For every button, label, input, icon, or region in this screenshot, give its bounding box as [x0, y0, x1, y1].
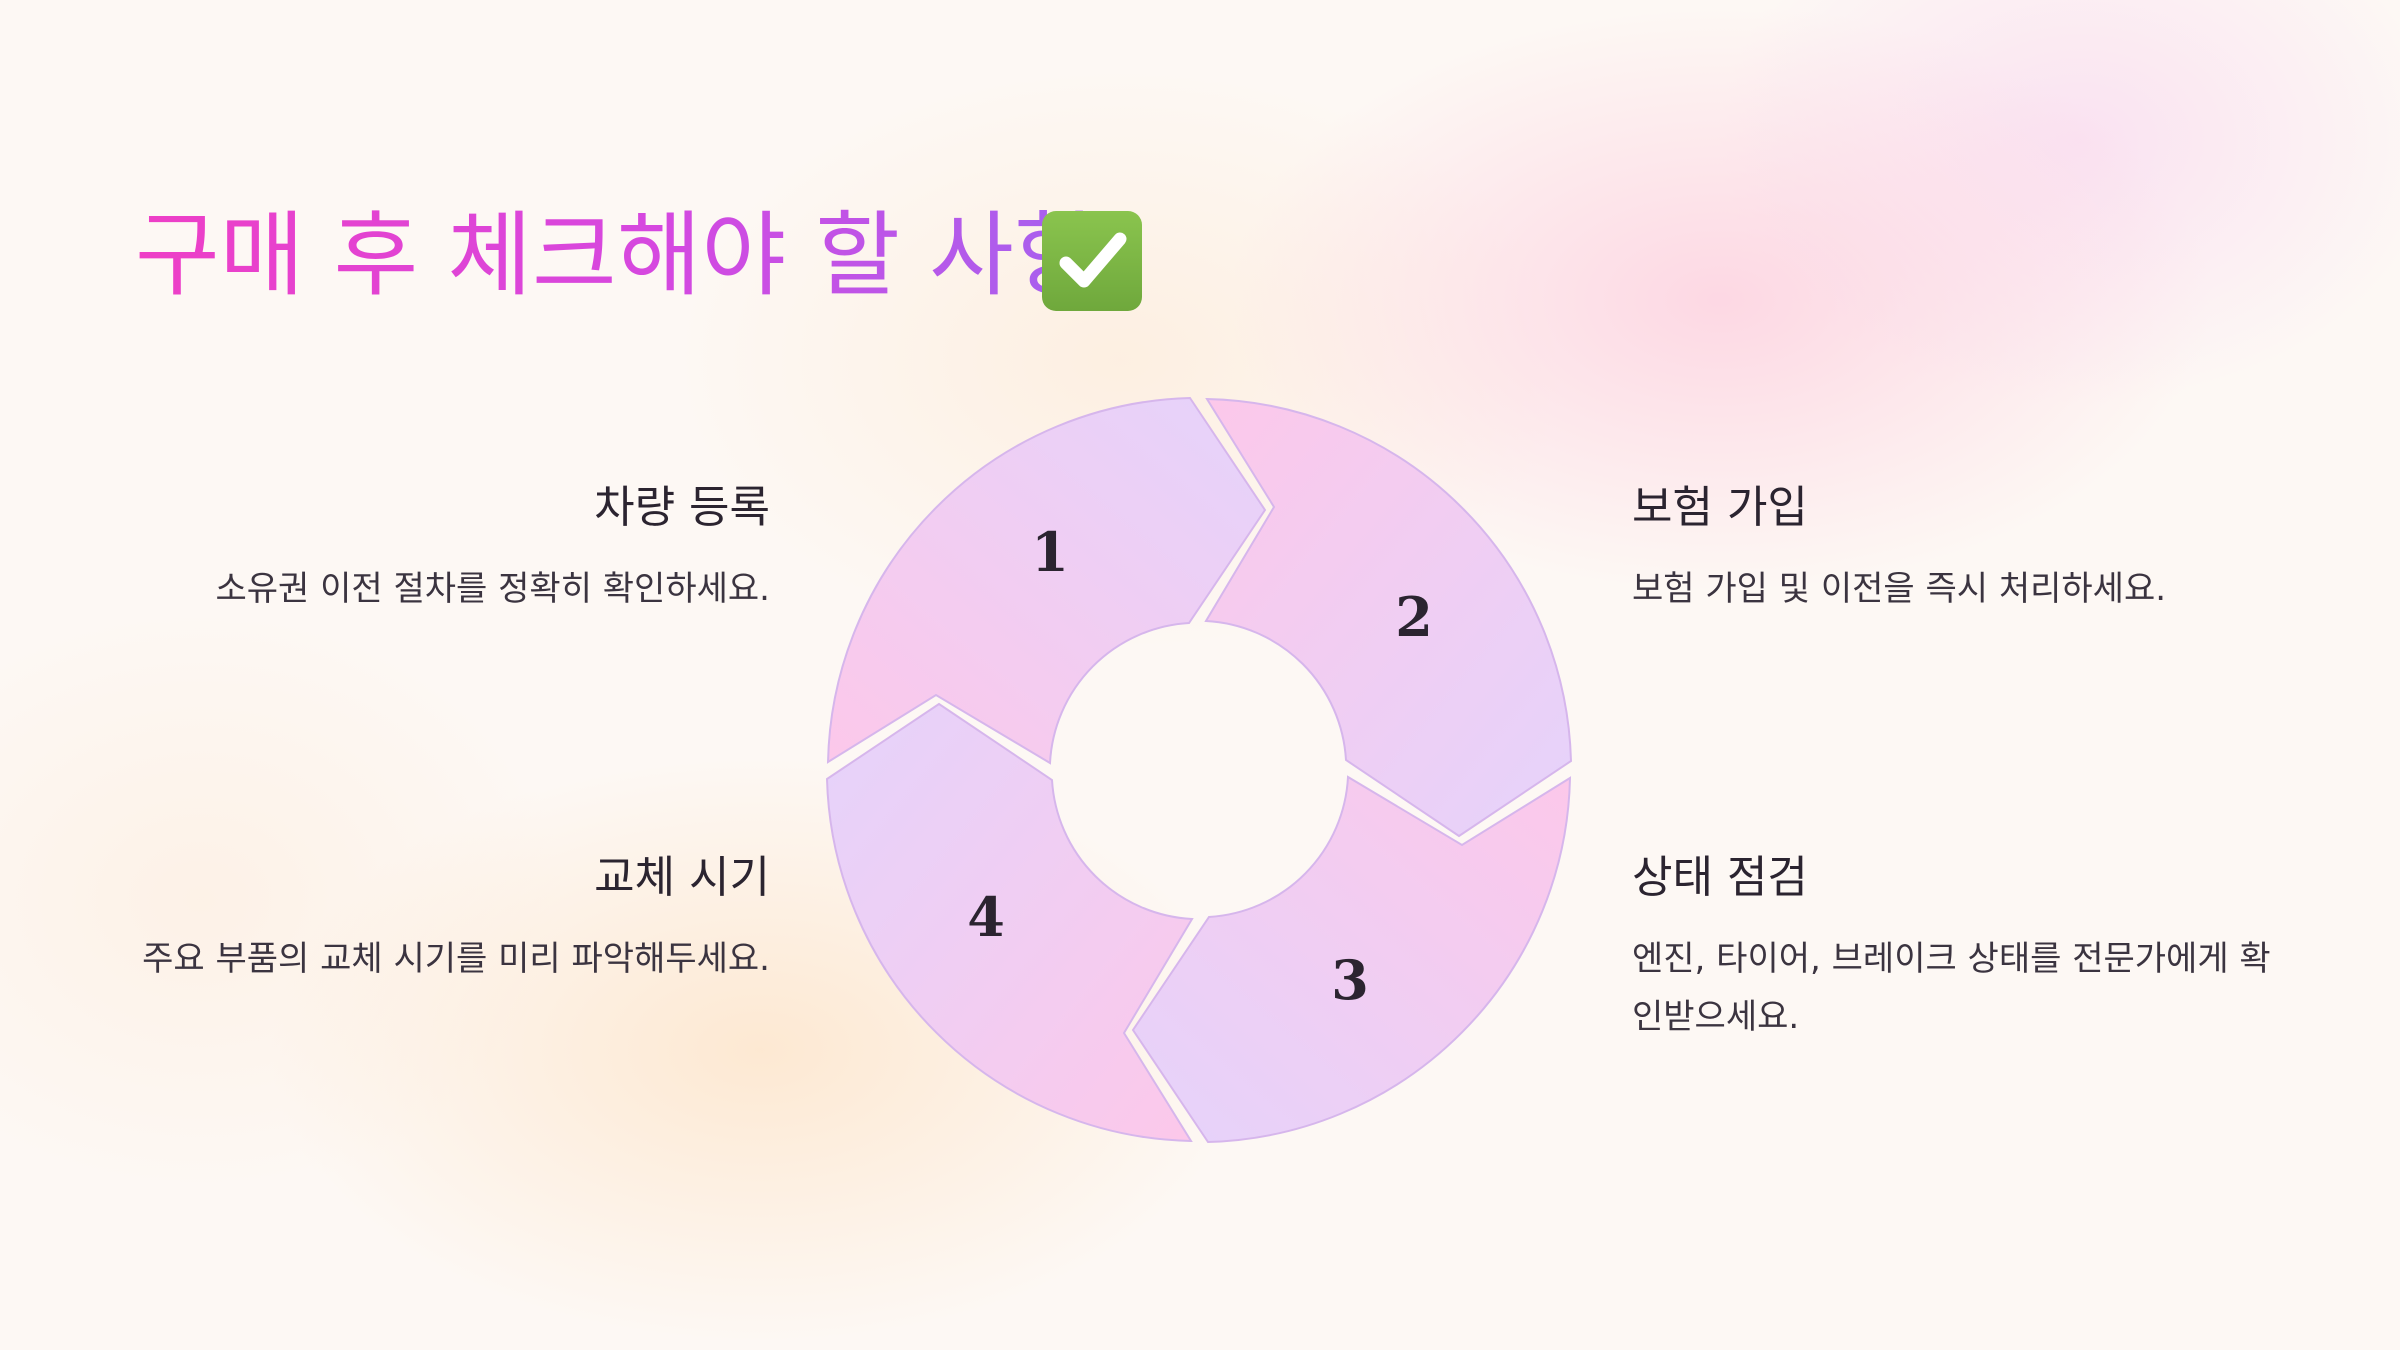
cycle-segment-1: 1: [826, 396, 1267, 765]
cycle-segment-3: 3: [1131, 775, 1572, 1144]
step-description: 보험 가입 및 이전을 즉시 처리하세요.: [1632, 569, 2167, 609]
white-check-mark-icon: [1042, 211, 1142, 311]
segment-number-2: 2: [1395, 585, 1433, 649]
cycle-segment-2: 2: [1204, 397, 1573, 838]
step-description: 소유권 이전 절차를 정확히 확인하세요.: [215, 569, 770, 609]
step-heading: 차량 등록: [594, 482, 770, 533]
segment-number-4: 4: [967, 885, 1005, 949]
page-title: 구매 후 체크해야 할 사항: [135, 196, 1098, 316]
segment-number-3: 3: [1331, 948, 1369, 1012]
step-heading: 교체 시기: [594, 852, 770, 903]
step-vehicle-registration: 차량 등록 소유권 이전 절차를 정확히 확인하세요.: [110, 478, 770, 618]
cycle-segment-4: 4: [825, 702, 1194, 1143]
step-replacement-timing: 교체 시기 주요 부품의 교체 시기를 미리 파악해두세요.: [110, 848, 770, 988]
step-condition-check: 상태 점검 엔진, 타이어, 브레이크 상태를 전문가에게 확인받으세요.: [1632, 848, 2292, 1046]
step-insurance: 보험 가입 보험 가입 및 이전을 즉시 처리하세요.: [1632, 478, 2292, 618]
step-heading: 보험 가입: [1632, 482, 1808, 533]
step-description: 엔진, 타이어, 브레이크 상태를 전문가에게 확인받으세요.: [1632, 939, 2271, 1037]
segment-number-1: 1: [1031, 520, 1069, 584]
step-description: 주요 부품의 교체 시기를 미리 파악해두세요.: [142, 939, 770, 979]
step-heading: 상태 점검: [1632, 852, 1808, 903]
